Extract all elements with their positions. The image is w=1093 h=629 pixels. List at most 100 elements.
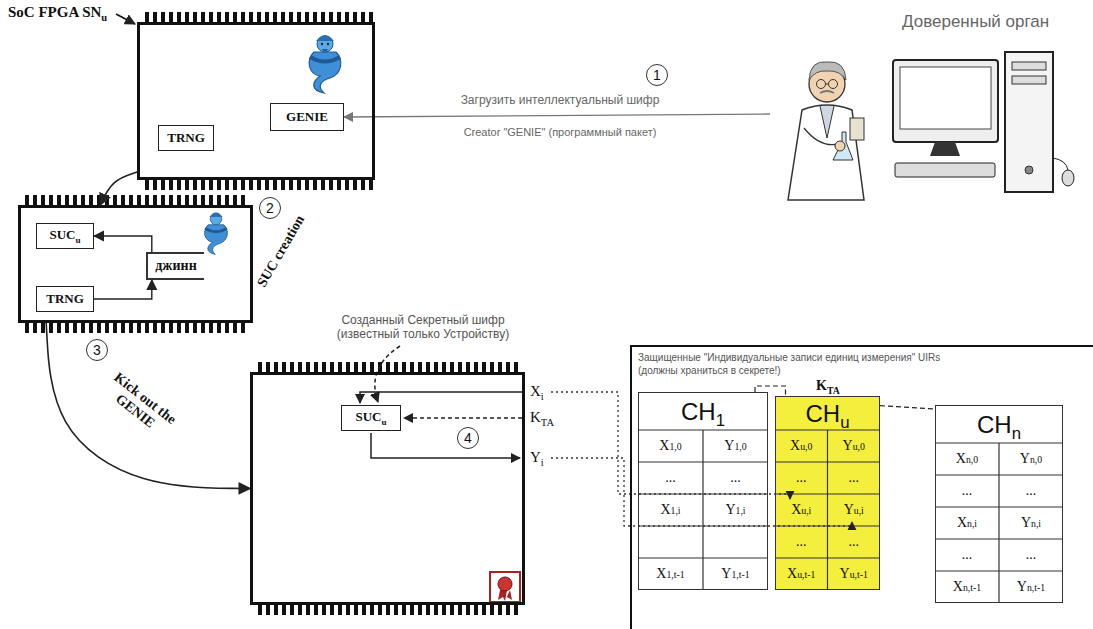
chip-pin	[474, 605, 478, 615]
chip-pin	[394, 605, 398, 615]
chip-pin	[217, 180, 221, 190]
chip-pin	[369, 12, 373, 22]
chip-pin	[297, 12, 301, 22]
text-part: Y	[721, 566, 731, 582]
chip-pin	[113, 323, 117, 333]
computer-figure	[1053, 158, 1068, 170]
chip-pin	[169, 323, 173, 333]
chip-pin	[482, 362, 486, 372]
connector	[46, 323, 250, 489]
chip-pin	[298, 605, 302, 615]
table-cell: Xu,t-1	[775, 558, 828, 590]
chip-pin	[490, 362, 494, 372]
chip-pin	[169, 180, 173, 190]
text-subscript: n	[1012, 424, 1021, 443]
chip-pin	[169, 12, 173, 22]
chip-pin	[345, 180, 349, 190]
chip-pin	[314, 362, 318, 372]
text-part: SUC	[49, 227, 75, 242]
chip-pin	[314, 605, 318, 615]
certificate-seal	[490, 572, 520, 602]
scientist-figure	[804, 128, 838, 145]
text-subscript: TA	[541, 417, 554, 428]
chip-pin	[362, 605, 366, 615]
chip-pin	[353, 180, 357, 190]
chip-pin	[209, 323, 213, 333]
table-cell: Y1,0	[703, 430, 768, 462]
chip-pin	[153, 195, 157, 205]
chip-pin	[145, 195, 149, 205]
genie-bracket: джинн	[146, 252, 204, 280]
chip-pin	[81, 323, 85, 333]
text-part: CH	[805, 400, 840, 427]
chip-pin	[434, 605, 438, 615]
record-table: CHn	[935, 405, 1063, 603]
chip-pin	[41, 195, 45, 205]
callout-number: 1	[646, 64, 668, 86]
callout-number: 2	[259, 197, 281, 219]
text-part: CH	[977, 411, 1012, 438]
chip-pin	[498, 362, 502, 372]
certificate-seal	[498, 577, 512, 591]
chip-pin	[137, 323, 141, 333]
chip-pin	[249, 12, 253, 22]
chip-pin	[201, 195, 205, 205]
chip-pin	[113, 195, 117, 205]
chip-pin	[322, 605, 326, 615]
chip-pin	[386, 605, 390, 615]
chip-pin	[185, 323, 189, 333]
chip-wires	[404, 417, 522, 419]
chip-pin	[346, 362, 350, 372]
text-subscript: 1,i	[736, 505, 746, 516]
text-part: Y	[1021, 515, 1031, 531]
chip-pin	[209, 180, 213, 190]
chip-pin	[89, 323, 93, 333]
computer-figure	[893, 52, 1074, 192]
scientist-figure	[809, 62, 846, 80]
chip-pin	[129, 323, 133, 333]
chip-pin	[121, 323, 125, 333]
chip-wires	[371, 433, 520, 458]
chip-pin	[145, 12, 149, 22]
certificate-seal	[498, 590, 507, 601]
table-cell: ...	[638, 462, 703, 494]
genie-figure	[322, 49, 328, 52]
genie-figure	[210, 213, 223, 217]
table-cell: Yu,0	[828, 430, 881, 462]
chip-pin	[201, 180, 205, 190]
chip-pin	[233, 195, 237, 205]
chip-pin	[330, 605, 334, 615]
chip-pin	[346, 605, 350, 615]
chip-pin	[249, 180, 253, 190]
chip-pin	[289, 180, 293, 190]
table-cell: X1,i	[638, 494, 703, 526]
chip-name: SoC FPGA SNu	[8, 4, 107, 23]
chip-pin	[386, 362, 390, 372]
chip-pin	[369, 180, 373, 190]
chip-pin	[25, 195, 29, 205]
table-cell: ...	[935, 475, 999, 507]
chip-pin	[353, 12, 357, 22]
text-subscript: n,0	[1030, 454, 1042, 465]
chip-pin	[290, 605, 294, 615]
text-subscript: u	[101, 12, 107, 23]
chip-pin	[361, 12, 365, 22]
text-subscript: 1,0	[734, 441, 746, 452]
chip-pin	[338, 362, 342, 372]
table-cell: Yn,t-1	[999, 571, 1063, 603]
chip-pin	[193, 180, 197, 190]
signal-name: Yi	[530, 449, 544, 468]
leader-line	[551, 392, 790, 499]
computer-figure	[1062, 170, 1074, 186]
text-subscript: 1,i	[671, 505, 681, 516]
chip-pin	[57, 323, 61, 333]
chip-pin	[266, 362, 270, 372]
chip-pin	[394, 362, 398, 372]
chip-pin	[281, 12, 285, 22]
chip-pin	[273, 180, 277, 190]
block-label: TRNG	[167, 130, 205, 146]
chip-pin	[193, 195, 197, 205]
text-subscript: n,i	[967, 518, 977, 529]
chip-pin	[185, 180, 189, 190]
genie-figure	[316, 35, 334, 41]
